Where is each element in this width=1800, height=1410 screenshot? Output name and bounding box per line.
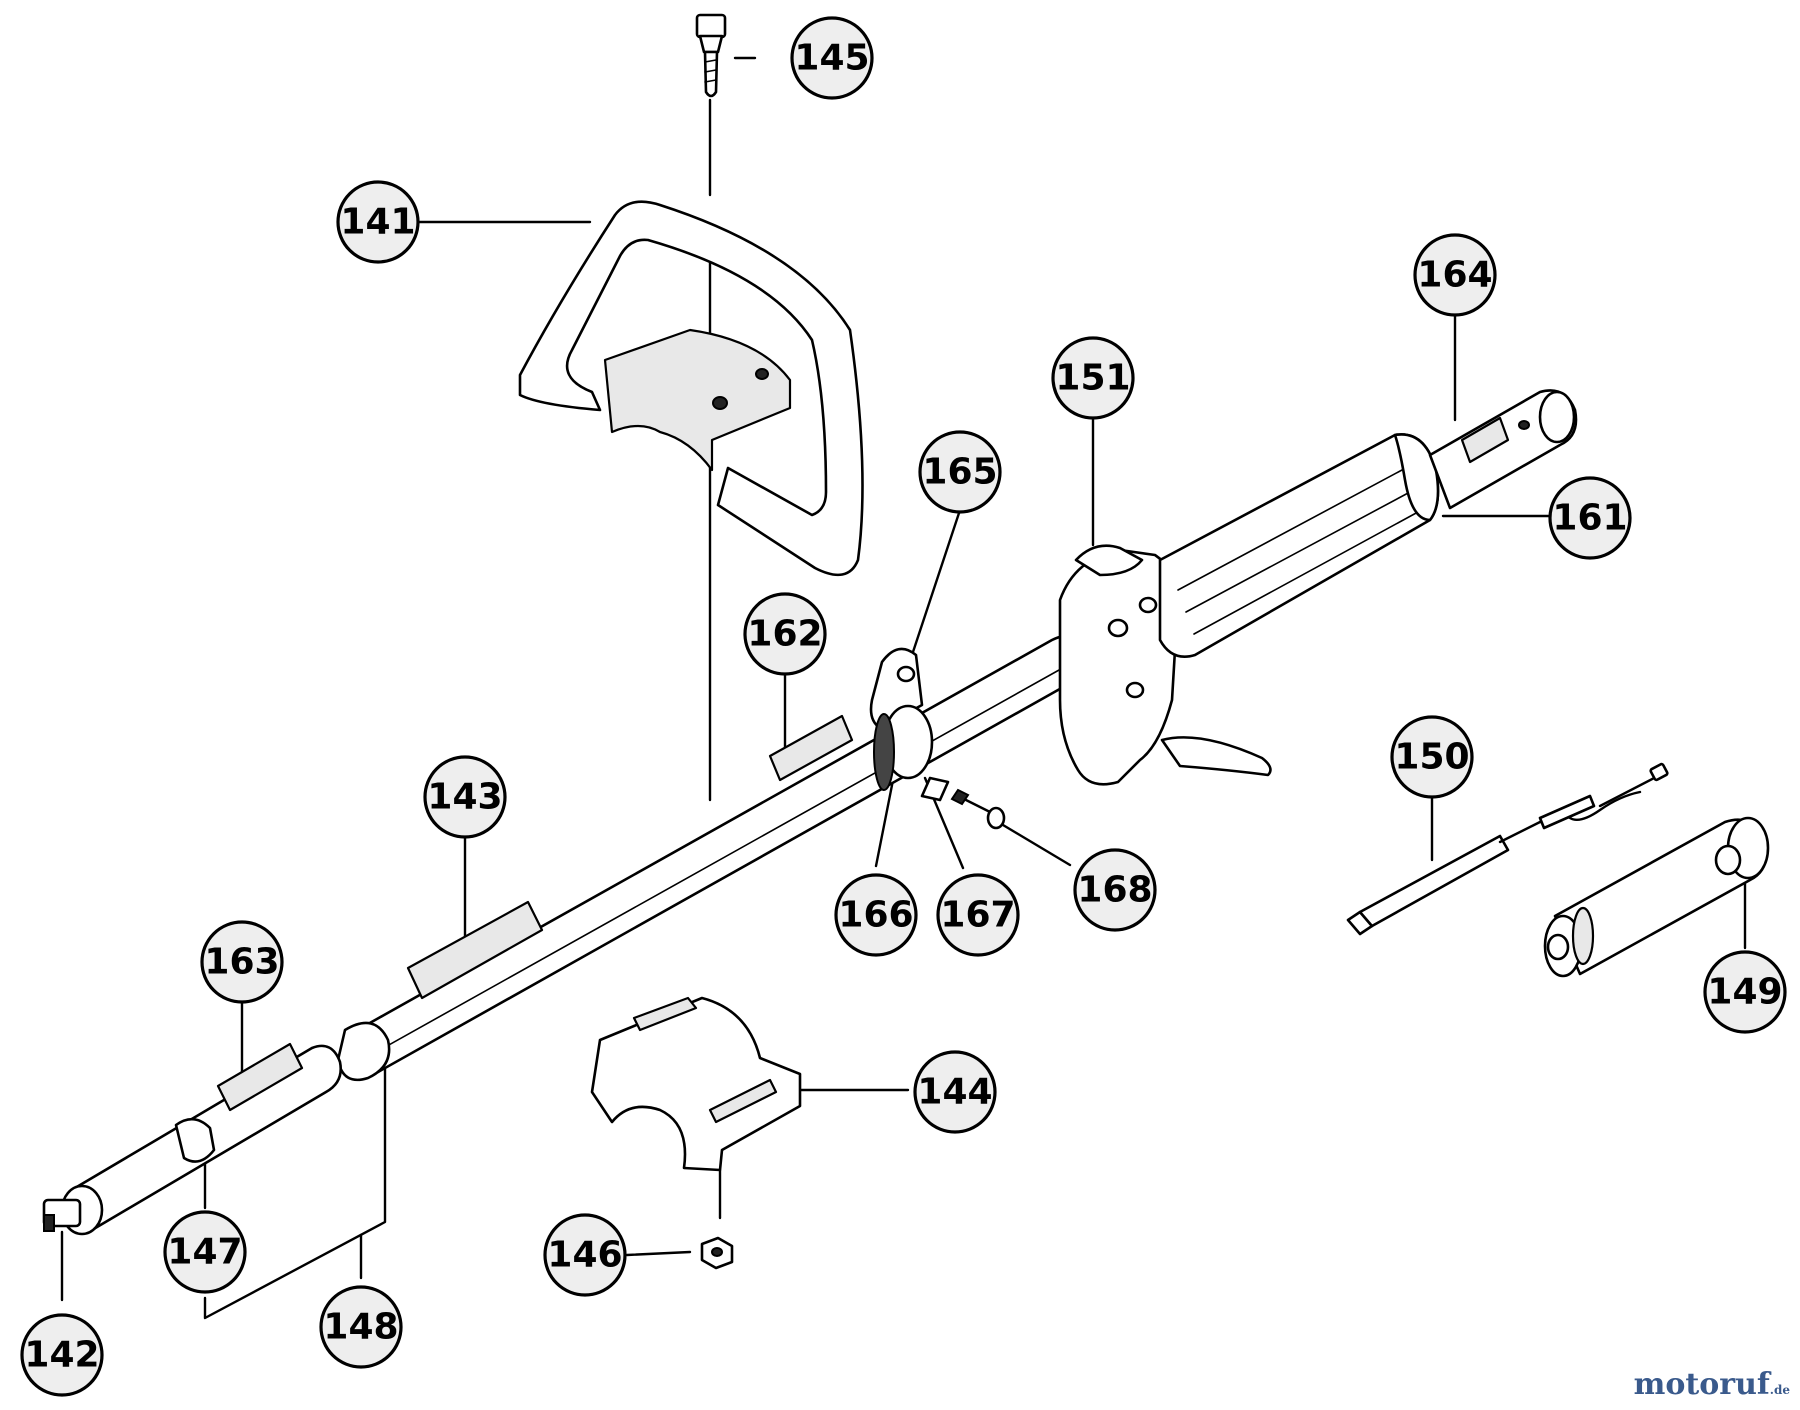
svg-text:166: 166 bbox=[838, 895, 913, 936]
svg-text:150: 150 bbox=[1394, 737, 1469, 778]
svg-text:143: 143 bbox=[427, 777, 502, 818]
callout-150: 150 bbox=[1390, 715, 1474, 799]
callout-168: 168 bbox=[1073, 848, 1157, 932]
callout-166: 166 bbox=[834, 873, 918, 957]
callout-144: 144 bbox=[913, 1050, 997, 1134]
tube-label-162 bbox=[768, 714, 854, 782]
callout-167: 167 bbox=[936, 873, 1020, 957]
throttle-cable bbox=[1346, 762, 1669, 936]
svg-text:165: 165 bbox=[922, 452, 997, 493]
svg-text:167: 167 bbox=[940, 895, 1015, 936]
watermark-logo: motoruf.de bbox=[1634, 1367, 1790, 1402]
clamp-ring bbox=[174, 1117, 216, 1163]
svg-text:145: 145 bbox=[794, 38, 869, 79]
callout-165: 165 bbox=[918, 430, 1002, 514]
callout-148: 148 bbox=[319, 1285, 403, 1369]
callout-143: 143 bbox=[423, 755, 507, 839]
svg-text:161: 161 bbox=[1552, 498, 1627, 539]
lower-clamp bbox=[590, 996, 802, 1172]
svg-text:164: 164 bbox=[1417, 255, 1492, 296]
callout-141: 141 bbox=[336, 180, 420, 264]
svg-text:163: 163 bbox=[204, 942, 279, 983]
coupling-label-163 bbox=[216, 1042, 304, 1112]
svg-text:148: 148 bbox=[323, 1307, 398, 1348]
screw-168 bbox=[950, 788, 1006, 830]
svg-text:146: 146 bbox=[547, 1235, 622, 1276]
handle-clamp-upper bbox=[603, 328, 792, 472]
callout-161: 161 bbox=[1548, 476, 1632, 560]
watermark-text: motoruf bbox=[1633, 1367, 1770, 1402]
callout-164: 164 bbox=[1413, 233, 1497, 317]
svg-text:168: 168 bbox=[1077, 870, 1152, 911]
svg-text:162: 162 bbox=[747, 614, 822, 655]
screw-145 bbox=[695, 13, 727, 98]
callout-151: 151 bbox=[1051, 336, 1135, 420]
svg-text:141: 141 bbox=[340, 202, 415, 243]
callout-145: 145 bbox=[790, 16, 874, 100]
callout-149: 149 bbox=[1703, 950, 1787, 1034]
callout-142: 142 bbox=[20, 1313, 104, 1397]
spacer-tube bbox=[1543, 816, 1770, 978]
parts-illustration bbox=[42, 13, 1770, 1270]
throttle-trigger bbox=[1160, 736, 1272, 777]
svg-text:151: 151 bbox=[1055, 358, 1130, 399]
svg-text:144: 144 bbox=[917, 1072, 992, 1113]
tube-label-143 bbox=[406, 900, 544, 1000]
callout-146: 146 bbox=[543, 1213, 627, 1297]
watermark-suffix: .de bbox=[1769, 1383, 1790, 1397]
handle-grip bbox=[1158, 433, 1440, 658]
loop-handle-bar bbox=[518, 200, 864, 577]
callout-163: 163 bbox=[200, 920, 284, 1004]
clamp-bracket-165 bbox=[869, 647, 950, 802]
svg-text:147: 147 bbox=[167, 1232, 242, 1273]
callout-162: 162 bbox=[743, 592, 827, 676]
svg-text:149: 149 bbox=[1707, 972, 1782, 1013]
svg-text:142: 142 bbox=[24, 1335, 99, 1376]
callout-147: 147 bbox=[163, 1210, 247, 1294]
shaft-end-sleeve bbox=[336, 1021, 391, 1082]
